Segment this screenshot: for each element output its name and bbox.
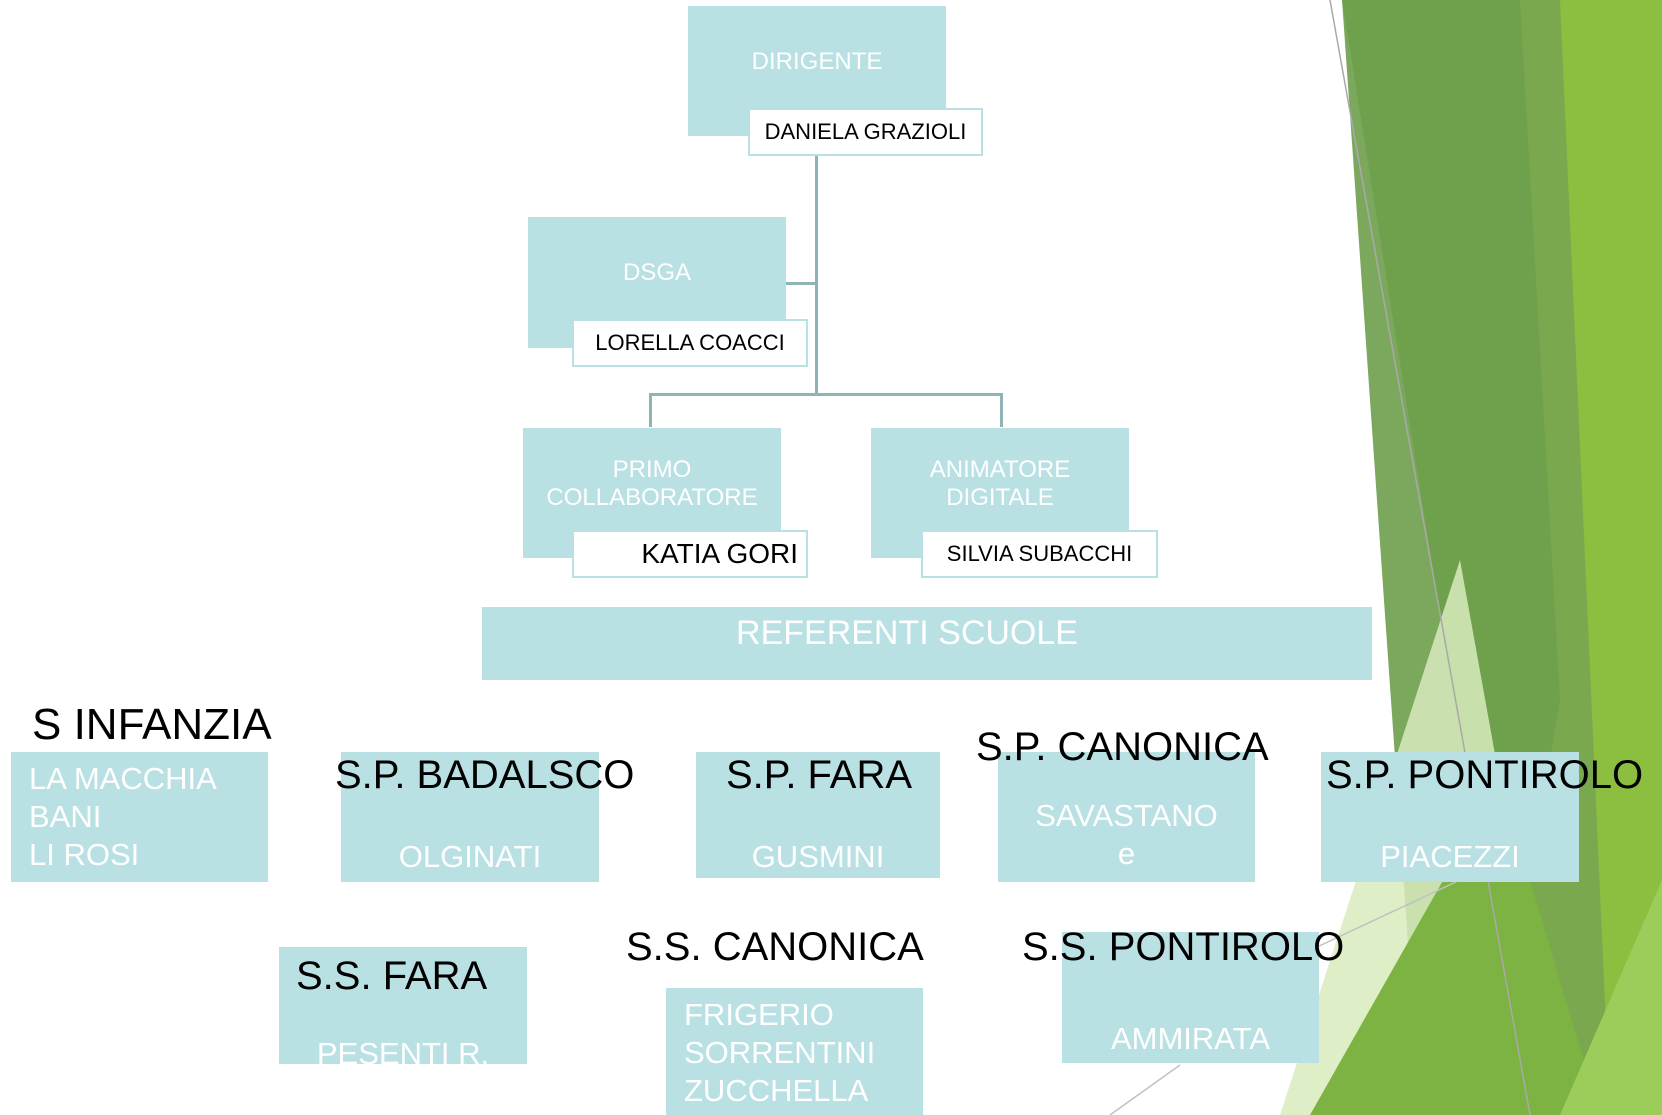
list-item: SAVASTANO bbox=[1035, 798, 1218, 833]
list-item: e bbox=[1117, 836, 1136, 871]
primo-collaboratore-title-1: PRIMO bbox=[612, 456, 692, 483]
list-item: SORRENTINI bbox=[684, 1035, 876, 1070]
school-infanzia-box bbox=[11, 752, 268, 882]
school-sp-badalsco-label: S.P. BADALSCO bbox=[335, 753, 635, 797]
dsga-name: LORELLA COACCI bbox=[572, 319, 808, 367]
school-ss-pontirolo-names: AMMIRATA bbox=[1062, 1020, 1319, 1058]
school-sp-fara-label: S.P. FARA bbox=[726, 753, 913, 797]
dirigente-name: DANIELA GRAZIOLI bbox=[748, 108, 983, 156]
animatore-digitale-title-2: DIGITALE bbox=[946, 484, 1054, 511]
list-item: LI ROSI bbox=[29, 837, 140, 872]
list-item: AMMIRATA bbox=[1110, 1021, 1270, 1056]
school-sp-badalsco-names: OLGINATI bbox=[341, 838, 599, 876]
list-item: GUSMINI bbox=[751, 839, 885, 874]
school-ss-fara-box bbox=[279, 947, 527, 1064]
school-sp-badalsco-box bbox=[341, 752, 599, 882]
primo-collaboratore-title-2: COLLABORATORE bbox=[546, 484, 758, 511]
connector-dsga bbox=[785, 282, 817, 285]
school-sp-fara-names: GUSMINI bbox=[696, 838, 940, 876]
school-ss-fara-names: PESENTI R. bbox=[279, 1035, 527, 1064]
list-item: LA MACCHIA bbox=[29, 761, 217, 796]
primo-collaboratore-name: KATIA GORI bbox=[572, 530, 808, 578]
school-ss-canonica-box bbox=[666, 988, 923, 1115]
school-ss-fara-label: S.S. FARA bbox=[296, 954, 488, 998]
connector-left-drop bbox=[649, 393, 652, 427]
list-item: OLGINATI bbox=[398, 839, 542, 874]
referenti-scuole-banner: REFERENTI SCUOLE bbox=[482, 607, 1372, 680]
referenti-scuole-title: REFERENTI SCUOLE bbox=[736, 614, 1078, 652]
animatore-digitale-title-1: ANIMATORE bbox=[929, 456, 1071, 483]
list-item: FRIGERIO bbox=[684, 997, 834, 1032]
school-sp-pontirolo-names: PIACEZZI bbox=[1321, 838, 1579, 876]
school-sp-pontirolo-box bbox=[1321, 752, 1579, 882]
animatore-digitale-name: SILVIA SUBACCHI bbox=[921, 530, 1158, 578]
school-ss-pontirolo-box bbox=[1062, 932, 1319, 1063]
school-ss-canonica-label: S.S. CANONICA bbox=[626, 925, 924, 969]
school-infanzia-label: S INFANZIA bbox=[32, 700, 272, 749]
list-item: PIACEZZI bbox=[1380, 839, 1520, 874]
school-sp-canonica-names: SAVASTANO e bbox=[998, 797, 1255, 873]
school-sp-pontirolo-label: S.P. PONTIROLO bbox=[1326, 753, 1644, 797]
dsga-title: DSGA bbox=[622, 259, 691, 286]
list-item: PESENTI R. bbox=[316, 1036, 490, 1064]
school-ss-canonica-names: FRIGERIO SORRENTINI ZUCCHELLA bbox=[684, 996, 875, 1110]
list-item: ZUCCHELLA bbox=[684, 1073, 869, 1108]
connector-vertical-main bbox=[815, 155, 818, 395]
school-sp-canonica-label: S.P. CANONICA bbox=[976, 725, 1269, 769]
list-item: BANI bbox=[29, 799, 102, 834]
dirigente-title: DIRIGENTE bbox=[751, 48, 883, 75]
connector-horizontal bbox=[649, 393, 1003, 396]
school-infanzia-names: LA MACCHIA BANI LI ROSI bbox=[29, 760, 217, 874]
connector-right-drop bbox=[1000, 393, 1003, 427]
school-sp-fara-box bbox=[696, 752, 940, 878]
school-ss-pontirolo-label: S.S. PONTIROLO bbox=[1022, 925, 1345, 969]
school-sp-canonica-box bbox=[998, 752, 1255, 882]
